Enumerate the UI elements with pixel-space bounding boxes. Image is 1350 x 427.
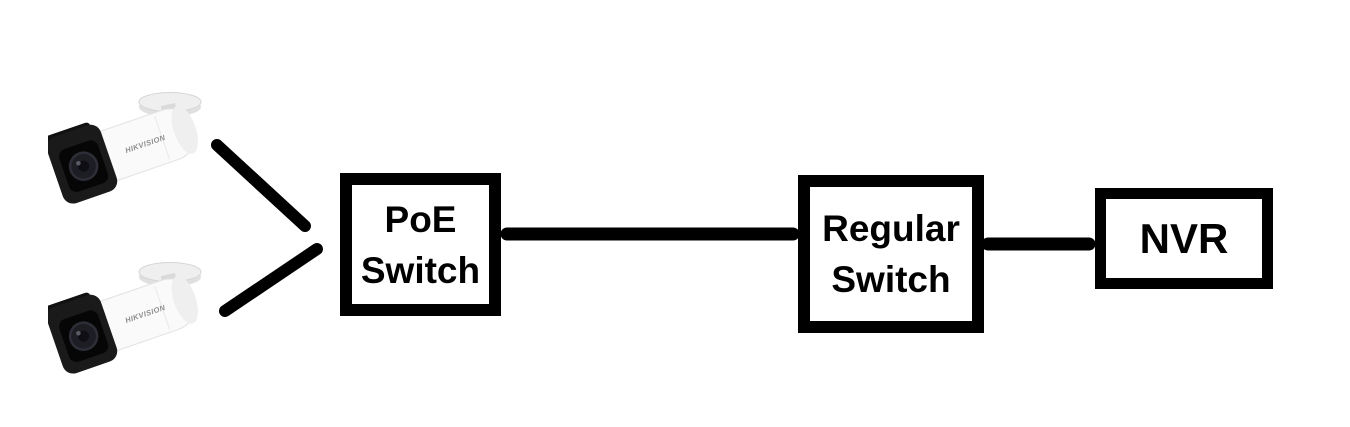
poe-switch-node: PoE Switch <box>340 173 501 316</box>
nvr-node: NVR <box>1095 188 1273 289</box>
regular-switch-node: Regular Switch <box>798 175 984 333</box>
camera-body: HIKVISION <box>48 105 198 204</box>
connection-camera1-to-poe-switch <box>211 139 311 232</box>
regular-switch-label-line2: Switch <box>831 259 951 300</box>
poe-switch-label-line2: Switch <box>360 249 481 291</box>
regular-switch-label-line1: Regular <box>822 208 960 249</box>
nvr-label: NVR <box>1139 214 1229 262</box>
bullet-camera-icon: HIKVISION <box>48 92 202 204</box>
bullet-camera-icon: HIKVISION <box>48 262 202 374</box>
camera-body: HIKVISION <box>48 275 198 374</box>
poe-switch-label-line1: PoE <box>384 198 457 240</box>
connection-camera2-to-poe-switch <box>219 243 323 317</box>
